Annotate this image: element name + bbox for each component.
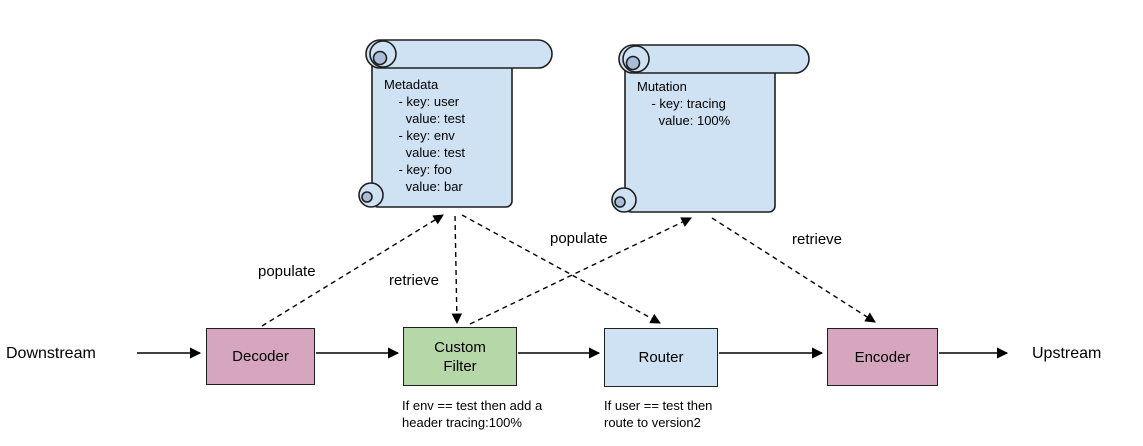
router-node: Router [604,328,718,387]
upstream-label: Upstream [1032,345,1102,362]
arrow-metadata-retrieve-filter [451,215,463,325]
edge-label-populate-left: populate [258,263,316,280]
custom-filter-note: If env == test then add a header tracing… [402,398,543,430]
edge-label-retrieve-left: retrieve [389,272,440,289]
edge-label-retrieve-right: retrieve [792,231,843,248]
metadata-scroll-text: Metadata - key: user value: test - key: … [384,77,465,194]
custom-filter-node: Custom Filter [403,327,517,386]
encoder-node: Encoder [827,328,938,386]
router-note: If user == test then route to version2 [604,398,713,430]
mutation-scroll-text: Mutation - key: tracing value: 100% [637,79,731,128]
decoder-node: Decoder [206,328,315,385]
downstream-label: Downstream [6,345,96,362]
edge-label-populate-right: populate [550,230,608,247]
